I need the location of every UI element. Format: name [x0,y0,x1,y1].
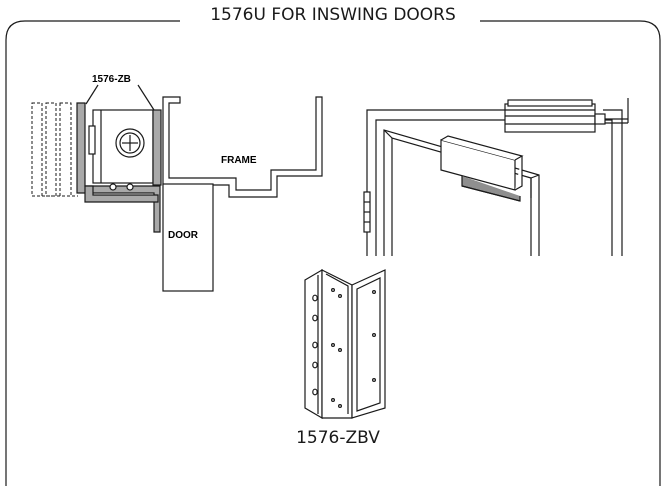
dashed-door-outline [31,102,78,197]
mounting-holes [312,288,377,409]
zbv-bracket [304,268,386,420]
screw-icon [115,128,145,158]
outer-frame [5,20,661,486]
magnet-body [504,103,596,133]
zb-bracket-bottom [84,185,159,203]
frame-profile [162,96,323,198]
bracket-caption: 1576-ZBV [296,428,380,448]
magnet-side-bar [152,109,162,186]
hinge-icon [363,191,371,233]
zb-bracket [76,102,161,233]
label-frame: FRAME [221,155,257,166]
section-view [31,84,323,292]
door-perspective [363,98,629,256]
diagram-title-text: 1576U FOR INSWING DOORS [204,5,462,25]
door-block [162,183,214,292]
diagram-title: 1576U FOR INSWING DOORS [0,5,666,25]
label-1576-zb: 1576-ZB [92,74,131,85]
label-door: DOOR [168,230,199,241]
magnet-face [88,125,96,155]
